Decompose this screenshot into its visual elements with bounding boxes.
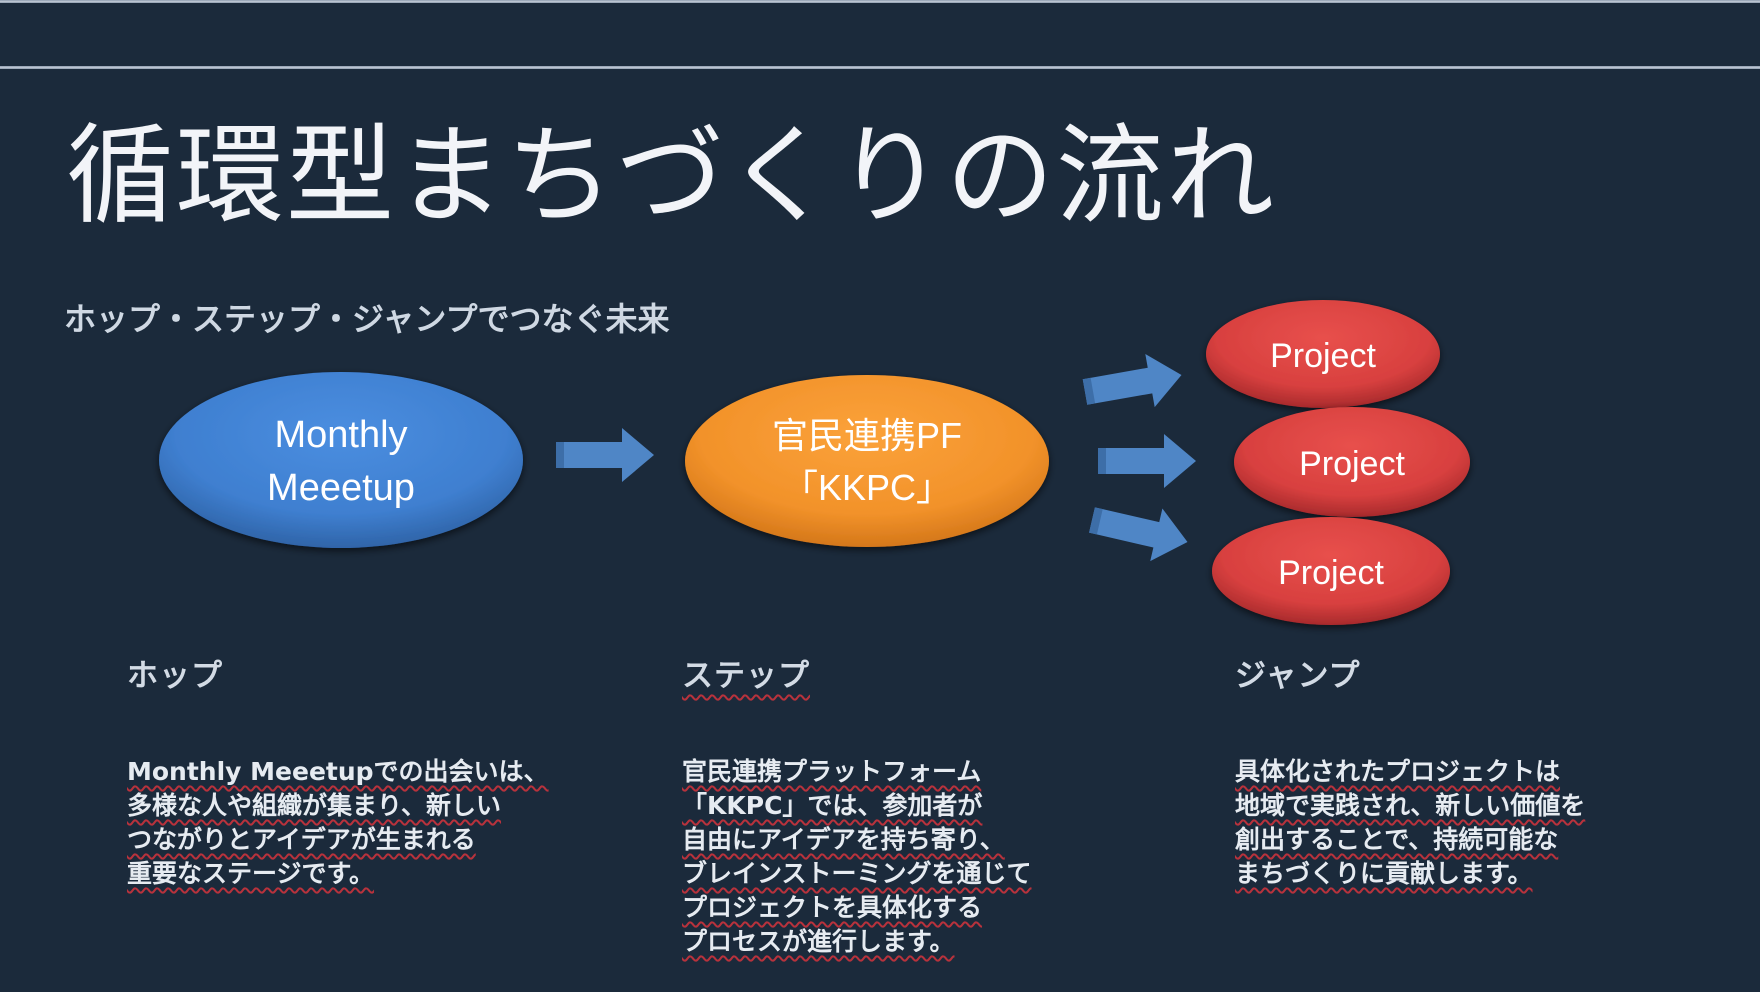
hop-description-line: つながりとアイデアが生まれる <box>127 825 476 854</box>
jump-description-line: まちづくりに貢献します。 <box>1235 859 1533 888</box>
hop-description-line: Monthly Meeetupでの出会いは、 <box>127 757 549 786</box>
step-node-label-line1: 官民連携PF <box>772 415 962 456</box>
jump-description-line: 地域で実践され、新しい価値を <box>1235 791 1586 820</box>
jump-description-line: 具体化されたプロジェクトは <box>1235 757 1561 786</box>
hop-column: ホップ Monthly Meeetupでの出会いは、 多様な人や組織が集まり、新… <box>127 650 549 891</box>
arrow-down-right-icon <box>1085 493 1194 569</box>
top-border-line <box>0 0 1760 3</box>
hop-node-label-line1: Monthly <box>274 414 407 456</box>
project-node-1: Project <box>1206 300 1440 408</box>
step-description-line: 官民連携プラットフォーム <box>682 757 982 786</box>
step-column: ステップ 官民連携プラットフォーム 「KKPC」では、参加者が 自由にアイデアを… <box>682 650 1032 959</box>
project-node-label: Project <box>1270 337 1376 375</box>
hop-description: Monthly Meeetupでの出会いは、 多様な人や組織が集まり、新しい つ… <box>127 755 549 891</box>
hop-description-line: 多様な人や組織が集まり、新しい <box>127 791 502 820</box>
step-description-line: プロセスが進行します。 <box>682 927 955 956</box>
step-description-line: プロジェクトを具体化する <box>682 893 983 922</box>
step-heading: ステップ <box>682 658 810 694</box>
jump-description: 具体化されたプロジェクトは 地域で実践され、新しい価値を 創出することで、持続可… <box>1235 755 1585 891</box>
slide-title: 循環型まちづくりの流れ <box>66 114 1277 239</box>
jump-column: ジャンプ 具体化されたプロジェクトは 地域で実践され、新しい価値を 創出すること… <box>1235 650 1585 891</box>
step-description-line: 自由にアイデアを持ち寄り、 <box>682 825 1005 854</box>
step-description-line: ブレインストーミングを通じて <box>682 859 1032 888</box>
hop-description-line: 重要なステージです。 <box>127 859 375 888</box>
hop-heading: ホップ <box>127 658 223 694</box>
project-node-ellipse <box>1206 300 1440 408</box>
project-node-ellipse <box>1212 517 1450 625</box>
hop-node-ellipse <box>159 372 523 548</box>
step-description-line: 「KKPC」では、参加者が <box>682 791 983 820</box>
project-node-label: Project <box>1299 445 1405 483</box>
hop-node: Monthly Meeetup <box>159 372 523 548</box>
hop-node-label-line2: Meeetup <box>267 467 415 509</box>
header-divider-line <box>0 66 1760 69</box>
slide-subtitle: ホップ・ステップ・ジャンプでつなぐ未来 <box>64 300 670 338</box>
project-node-3: Project <box>1212 517 1450 625</box>
project-node-ellipse <box>1234 407 1470 517</box>
step-node: 官民連携PF 「KKPC」 <box>685 375 1049 547</box>
step-node-ellipse <box>685 375 1049 547</box>
project-node-label: Project <box>1278 554 1384 592</box>
arrow-right-icon <box>1098 434 1196 488</box>
jump-heading: ジャンプ <box>1235 658 1361 694</box>
arrow-right-icon <box>556 428 654 482</box>
project-node-2: Project <box>1234 407 1470 517</box>
arrow-up-right-icon <box>1080 348 1187 419</box>
jump-description-line: 創出することで、持続可能な <box>1235 825 1559 854</box>
step-node-label-line2: 「KKPC」 <box>782 467 952 508</box>
step-description: 官民連携プラットフォーム 「KKPC」では、参加者が 自由にアイデアを持ち寄り、… <box>682 755 1032 959</box>
